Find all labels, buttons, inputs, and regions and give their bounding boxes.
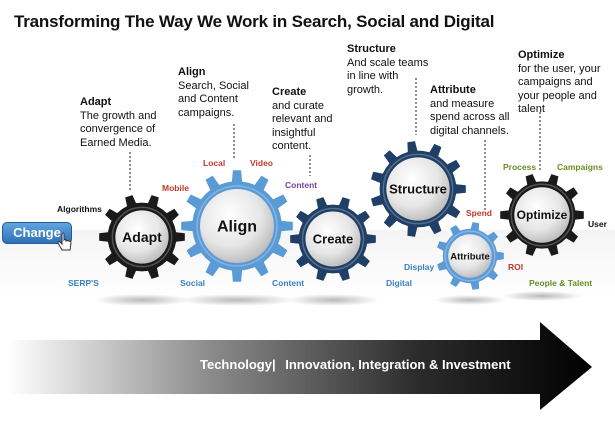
create-gear-label: Create xyxy=(313,232,353,247)
label-serps: SERP'S xyxy=(68,278,99,288)
attribute-gear-label: Attribute xyxy=(450,251,490,262)
attribute-gear-hub xyxy=(448,234,492,278)
label-campaigns: Campaigns xyxy=(557,162,603,172)
align-body: Search, Social and Content campaigns. xyxy=(178,79,249,119)
label-spend: Spend xyxy=(466,208,492,218)
arrow-caption: Technology| Innovation, Integration & In… xyxy=(200,357,511,372)
optimize-description: Optimize for the user, your campaigns an… xyxy=(518,49,610,117)
hand-cursor-icon xyxy=(57,232,72,251)
structure-body: And scale teams in line with growth. xyxy=(347,56,429,96)
align-heading: Align xyxy=(178,66,206,78)
label-local: Local xyxy=(203,158,226,168)
create-description: Create and curate relevant and insightfu… xyxy=(272,86,342,154)
adapt-gear-shadow xyxy=(94,294,190,306)
attribute-gear-shadow xyxy=(434,295,506,305)
page-title: Transforming The Way We Work in Search, … xyxy=(14,12,495,31)
label-content-top: Content xyxy=(285,180,318,190)
attribute-gear: Attribute xyxy=(437,222,504,290)
align-gear: Align xyxy=(181,170,293,282)
align-description: Align Search, Social and Content campaig… xyxy=(178,66,258,120)
label-algorithms: Algorithms xyxy=(57,204,102,214)
attribute-body: and measure spend across all digital cha… xyxy=(430,97,510,137)
align-gear-hub xyxy=(200,189,274,263)
label-content-bottom: Content xyxy=(272,278,305,288)
arrow-caption-innovation: Innovation, Integration & Investment xyxy=(285,357,511,372)
attribute-description: Attribute and measure spend across all d… xyxy=(430,84,515,138)
structure-gear-label: Structure xyxy=(389,182,447,197)
structure-description: Structure And scale teams in line with g… xyxy=(347,43,432,97)
technology-arrow xyxy=(8,322,592,410)
adapt-gear-hub xyxy=(115,210,169,264)
optimize-gear: Optimize xyxy=(500,174,584,256)
create-gear-hub xyxy=(305,211,361,267)
structure-heading: Structure xyxy=(347,43,396,55)
label-mobile: Mobile xyxy=(162,183,189,193)
change-button[interactable]: Change xyxy=(2,222,72,244)
leader-lines xyxy=(129,78,541,212)
label-display: Display xyxy=(404,262,435,272)
label-social: Social xyxy=(180,278,206,288)
structure-gear-hub xyxy=(386,157,450,221)
adapt-body: The growth and convergence of Earned Med… xyxy=(80,109,157,149)
adapt-gear-label: Adapt xyxy=(122,229,162,245)
create-body: and curate relevant and insightful conte… xyxy=(272,99,333,153)
label-digital: Digital xyxy=(386,278,412,288)
create-gear: Create xyxy=(290,197,376,281)
label-process: Process xyxy=(503,162,537,172)
arrow-caption-technology: Technology| xyxy=(200,357,276,372)
attribute-heading: Attribute xyxy=(430,84,476,96)
align-gear-label: Align xyxy=(217,219,257,236)
create-heading: Create xyxy=(272,86,307,98)
align-gear-shadow xyxy=(179,294,295,306)
optimize-gear-shadow xyxy=(502,291,582,301)
structure-gear: Structure xyxy=(371,141,466,237)
create-gear-shadow xyxy=(287,294,379,306)
adapt-heading: Adapt xyxy=(80,96,112,108)
label-people-talent: People & Talent xyxy=(529,278,593,288)
label-video: Video xyxy=(250,158,273,168)
optimize-body: for the user, your campaigns and your pe… xyxy=(518,62,601,116)
label-roi: ROI xyxy=(508,262,524,272)
optimize-gear-label: Optimize xyxy=(517,208,568,222)
label-user: User xyxy=(588,219,607,229)
optimize-heading: Optimize xyxy=(518,49,565,61)
adapt-gear: Adapt xyxy=(99,195,185,279)
optimize-gear-hub xyxy=(514,187,570,243)
adapt-description: Adapt The growth and convergence of Earn… xyxy=(80,96,165,150)
